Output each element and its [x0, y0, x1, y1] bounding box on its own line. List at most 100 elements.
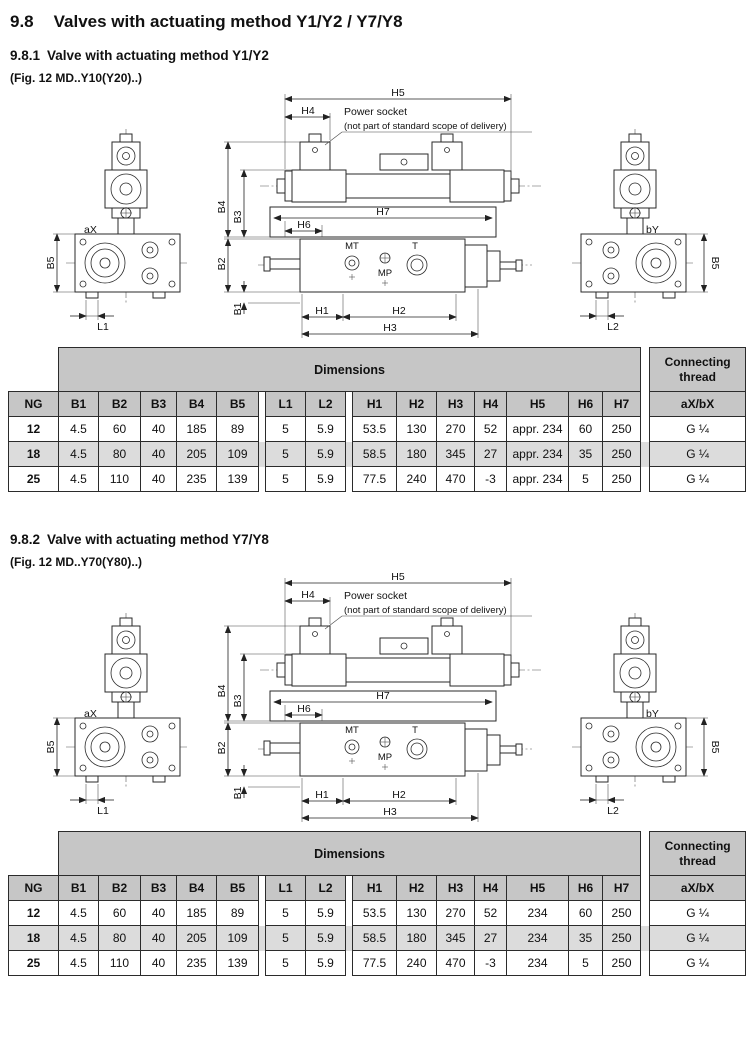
col-header-b2: B2	[98, 875, 141, 901]
cell: 5.9	[305, 416, 346, 442]
table-row-ng18: 18 4.5 80 40 205 109 5 5.9 58.5 180 345 …	[8, 925, 747, 951]
cell: 250	[601, 441, 642, 467]
dim-label-b3: B3	[232, 694, 244, 707]
cell: 5.9	[305, 925, 346, 951]
cell: 77.5	[352, 466, 397, 492]
right-end-view: bY B5 L2	[580, 617, 721, 817]
cell: 250	[601, 950, 642, 976]
port-label-mp: MP	[378, 752, 392, 763]
dim-label-l2: L2	[607, 805, 619, 817]
cell: 35	[568, 925, 603, 951]
cell: 58.5	[352, 441, 397, 467]
dim-label-h6: H6	[297, 219, 311, 231]
right-end-view: bY B5 L2	[580, 133, 721, 333]
col-header-l1: L1	[265, 391, 306, 417]
dim-label-l1: L1	[97, 321, 109, 333]
cell: G ¼	[649, 925, 747, 951]
cell: 205	[176, 441, 217, 467]
dim-label-b4: B4	[216, 684, 228, 697]
cell: 470	[436, 950, 475, 976]
cell: 234	[506, 900, 569, 926]
cell: 40	[140, 900, 177, 926]
cell: 5	[568, 466, 603, 492]
top-dimensions: H5 H4 Power socket (not part of standard…	[284, 571, 532, 661]
cell: 4.5	[58, 416, 99, 442]
cell: 5	[265, 466, 306, 492]
thread-line-2: thread	[679, 853, 716, 868]
col-header-h7: H7	[601, 391, 642, 417]
col-header-h7: H7	[601, 875, 642, 901]
cell: 89	[216, 416, 259, 442]
cell: 52	[474, 900, 507, 926]
col-header-ng: NG	[8, 391, 59, 417]
table-band-row: Dimensions Connecting thread	[8, 831, 747, 876]
col-header-b5: B5	[216, 391, 259, 417]
dim-label-l2: L2	[607, 321, 619, 333]
pilot-solenoid-valve	[276, 617, 520, 687]
col-header-axbx: aX/bX	[649, 391, 747, 417]
main-valve-body: MT T MP	[263, 238, 523, 293]
cell: 235	[176, 950, 217, 976]
col-header-axbx: aX/bX	[649, 875, 747, 901]
cell: 25	[8, 950, 59, 976]
cell: 240	[396, 950, 437, 976]
cell: 250	[601, 900, 642, 926]
top-dimensions: H5 H4 Power socket (not part of standard…	[284, 87, 532, 177]
dim-label-b1: B1	[232, 786, 244, 799]
cell: 60	[568, 416, 603, 442]
cell: 130	[396, 416, 437, 442]
col-header-h6: H6	[568, 391, 603, 417]
port-label-mt: MT	[345, 725, 359, 736]
page-title-number: 9.8	[10, 12, 34, 31]
cell: 234	[506, 950, 569, 976]
cell: 345	[436, 925, 475, 951]
cell: G ¼	[649, 466, 747, 492]
cell: 4.5	[58, 900, 99, 926]
cell: 40	[140, 950, 177, 976]
dim-label-h3: H3	[383, 322, 397, 334]
cell: 345	[436, 441, 475, 467]
valve-technical-drawing: H5 H4 Power socket (not part of standard…	[45, 571, 721, 822]
cell: 139	[216, 950, 259, 976]
dim-label-b5-left: B5	[45, 740, 57, 753]
table-band-row: Dimensions Connecting thread	[8, 347, 747, 392]
power-socket-label: Power socket	[344, 590, 407, 602]
cell: 5.9	[305, 466, 346, 492]
cell: 4.5	[58, 441, 99, 467]
section-title-1: Valve with actuating method Y1/Y2	[47, 48, 269, 63]
table-column-header-row: NG B1 B2 B3 B4 B5 L1 L2 H1 H2 H3 H4 H5 H…	[8, 391, 747, 417]
cell: 4.5	[58, 466, 99, 492]
cell: appr. 234	[506, 466, 569, 492]
left-end-view: aX B5 L1	[45, 617, 181, 817]
dim-label-h2: H2	[392, 305, 406, 317]
dim-label-h5: H5	[391, 571, 405, 583]
col-header-b4: B4	[176, 391, 217, 417]
cell: -3	[474, 466, 507, 492]
dim-label-h6: H6	[297, 703, 311, 715]
col-header-h1: H1	[352, 391, 397, 417]
cell: 35	[568, 441, 603, 467]
cell: 12	[8, 416, 59, 442]
cell: appr. 234	[506, 416, 569, 442]
cell: 110	[98, 950, 141, 976]
cell: 185	[176, 900, 217, 926]
left-vertical-dimensions: B4 B3 B2 B1	[216, 141, 300, 315]
cell: 4.5	[58, 950, 99, 976]
cell: 60	[98, 416, 141, 442]
cell: 5.9	[305, 441, 346, 467]
dim-label-h3: H3	[383, 806, 397, 818]
cell: 185	[176, 416, 217, 442]
dim-label-b4: B4	[216, 200, 228, 213]
dim-label-h2: H2	[392, 789, 406, 801]
cell: 89	[216, 900, 259, 926]
table-row-ng12: 12 4.5 60 40 185 89 5 5.9 53.5 130 270 5…	[8, 900, 747, 926]
port-label-t: T	[412, 241, 418, 252]
figure-caption-1: (Fig. 12 MD..Y10(Y20)..)	[10, 71, 143, 85]
table-row-ng18: 18 4.5 80 40 205 109 5 5.9 58.5 180 345 …	[8, 441, 747, 467]
col-header-h5: H5	[506, 875, 569, 901]
